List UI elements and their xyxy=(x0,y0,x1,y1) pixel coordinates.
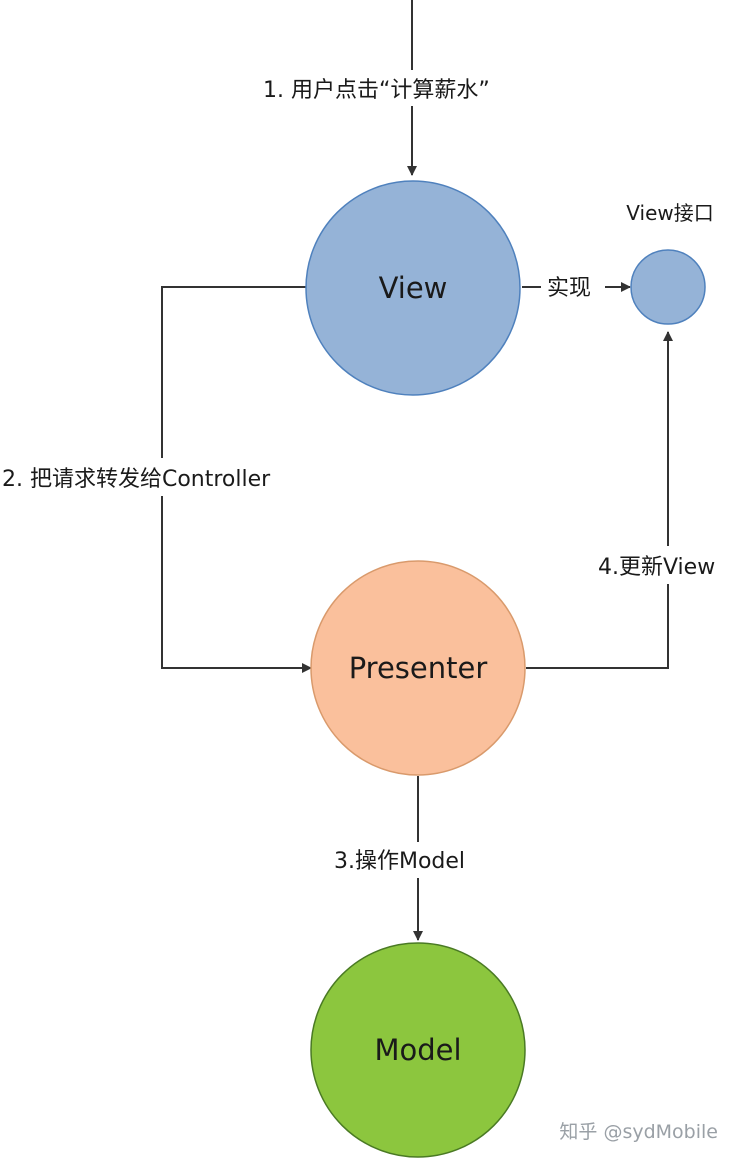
view-label: View xyxy=(379,271,448,305)
step2-label: 2. 把请求转发给Controller xyxy=(2,467,271,492)
presenter-node xyxy=(310,560,526,776)
presenter-label: Presenter xyxy=(349,651,488,685)
implements-label-bg xyxy=(541,270,605,304)
implements-label: 实现 xyxy=(547,276,591,301)
view-node xyxy=(305,180,521,396)
step1-label: 1. 用户点击“计算薪水” xyxy=(263,78,490,103)
step4-label-bg xyxy=(596,546,737,584)
step2-label-bg xyxy=(0,458,326,496)
step1-label-bg xyxy=(240,70,585,106)
model-node xyxy=(310,942,526,1158)
step3-label: 3.操作Model xyxy=(334,849,465,874)
watermark: 知乎 @sydMobile xyxy=(559,1121,718,1143)
step4-label: 4.更新View xyxy=(598,555,715,580)
view-interface-node xyxy=(630,249,706,325)
view-interface-label: View接口 xyxy=(626,201,713,225)
model-label: Model xyxy=(374,1033,461,1067)
step3-label-bg xyxy=(332,842,502,878)
update-view-arrow xyxy=(526,331,673,669)
